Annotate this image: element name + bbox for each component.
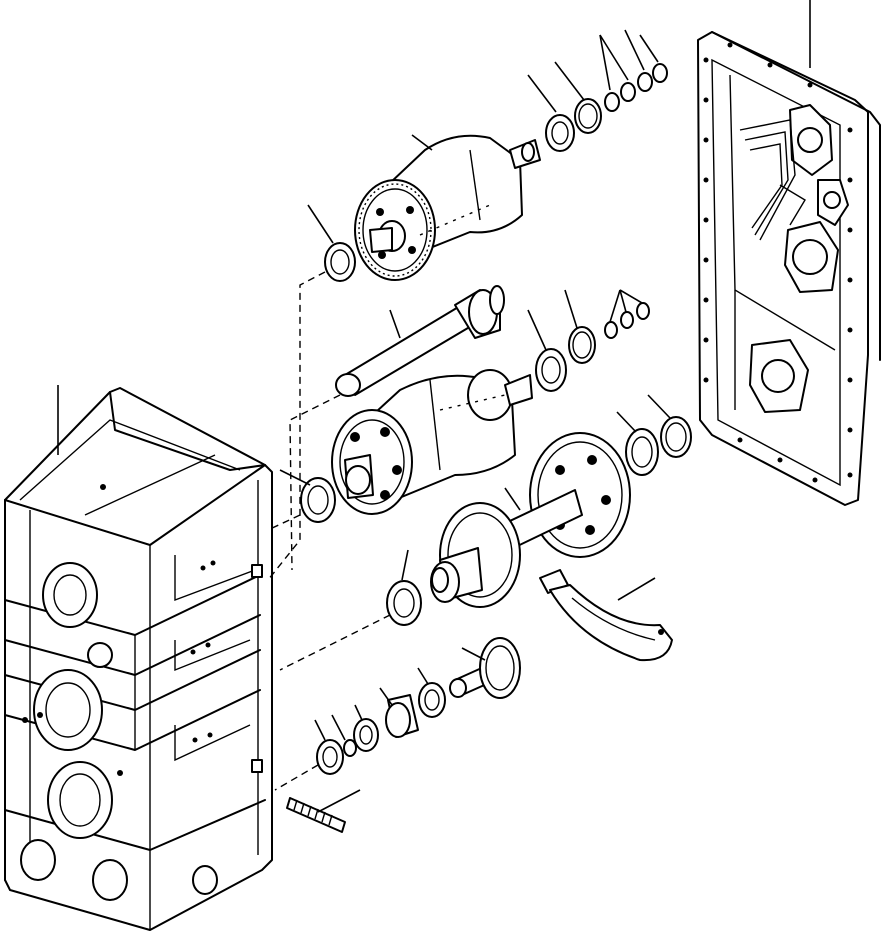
- roller-bearing-left: [279, 469, 336, 523]
- middle-bearing-set: [527, 289, 650, 392]
- roller-bearing-middle: [386, 549, 422, 626]
- transmission-housing: [4, 385, 273, 931]
- small-pinion-shaft: [449, 637, 521, 699]
- upper-gear-drum: [354, 134, 541, 281]
- right-bearing-set: [616, 394, 692, 476]
- splined-shaft: [335, 285, 505, 397]
- rear-cover: [697, 0, 881, 506]
- large-gear-shaft: [430, 432, 631, 608]
- assembly-guide-lines: [267, 271, 391, 791]
- lower-parts-set: [314, 667, 446, 775]
- stud-bolt: [286, 789, 361, 833]
- oil-scoop: [539, 569, 673, 662]
- middle-gear-drum: [331, 369, 533, 515]
- upper-bearing-set: [527, 29, 668, 152]
- thrust-washer-upper: [307, 204, 356, 282]
